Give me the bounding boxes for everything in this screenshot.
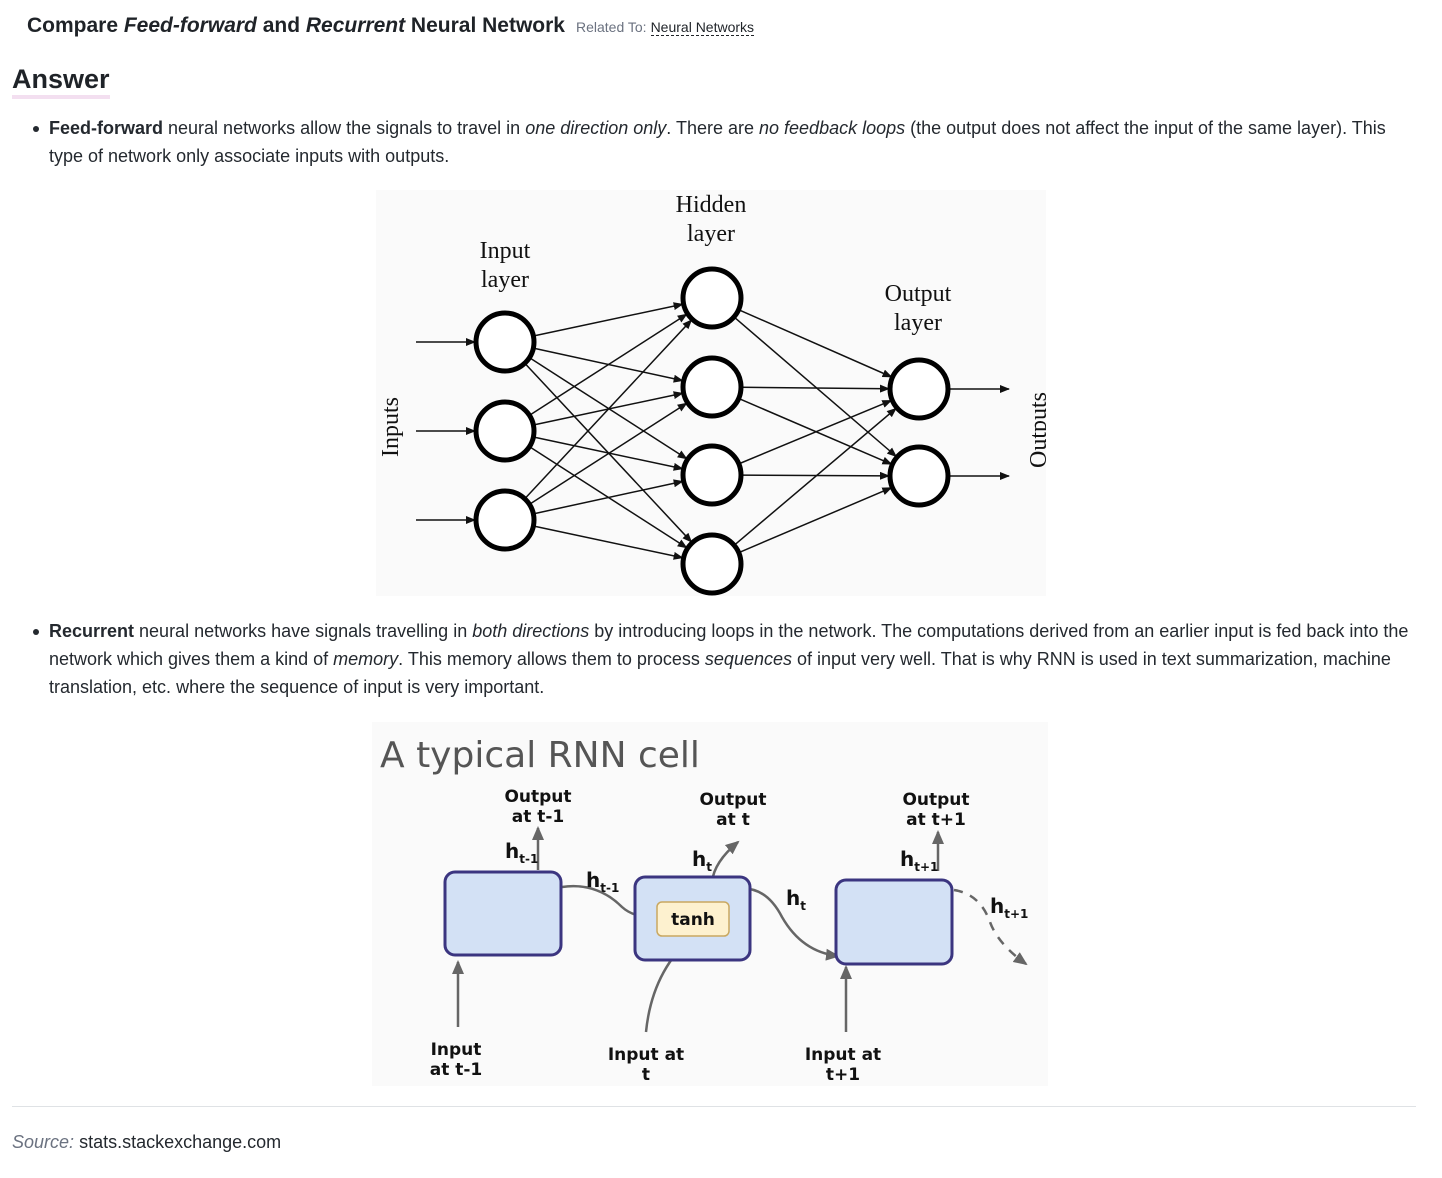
edge-hidden-0-output-0 xyxy=(738,308,893,378)
answer-heading: Answer xyxy=(12,64,110,99)
rnn-cell-diagram: A typical RNN cell tanh Output at t-1 Ou… xyxy=(372,722,1048,1086)
input-cur-line1: Input at xyxy=(608,1045,684,1065)
tanh-label: tanh xyxy=(671,910,715,930)
hidden-label-between-prev-cur: ht-1 xyxy=(586,868,619,895)
edge-hidden-3-output-0 xyxy=(733,407,897,546)
related-topic-link[interactable]: Neural Networks xyxy=(650,19,755,36)
hidden-neuron-1 xyxy=(680,355,744,419)
output-prev-line1: Output xyxy=(504,787,571,807)
divider xyxy=(12,1106,1416,1107)
edge-input-1-hidden-0 xyxy=(528,313,688,416)
edge-hidden-1-output-1 xyxy=(738,397,893,465)
hidden-layer-label-line1: Hidden xyxy=(676,192,747,218)
output-prev-line2: at t-1 xyxy=(512,807,565,827)
output-cur-line2: at t xyxy=(716,810,750,830)
edge-input-0-hidden-0 xyxy=(533,302,684,337)
hidden-layer-label-line2: layer xyxy=(687,221,735,247)
input-next-line2: t+1 xyxy=(826,1065,860,1085)
connection-arrows xyxy=(416,302,1010,560)
hidden-neuron-2 xyxy=(680,443,744,507)
rnn-cell-next xyxy=(834,878,954,966)
hidden-label-above-prev: ht-1 xyxy=(505,839,538,866)
arrow-hidden-next-dashed xyxy=(953,888,1028,966)
input-prev-line1: Input xyxy=(431,1040,482,1060)
hidden-label-after-next: ht+1 xyxy=(990,894,1028,921)
neuron-nodes xyxy=(473,266,951,596)
input-next-line1: Input at xyxy=(805,1045,881,1065)
edge-hidden-0-output-1 xyxy=(733,316,898,458)
edge-input-0-hidden-2 xyxy=(528,357,688,460)
hidden-label-above-next: ht+1 xyxy=(900,847,938,874)
input-neuron-1 xyxy=(473,399,537,463)
input-neuron-0 xyxy=(473,310,537,374)
related-label: Related To: xyxy=(575,19,647,35)
output-next-line2: at t+1 xyxy=(906,810,966,830)
output-neuron-0 xyxy=(887,357,951,421)
question-title: Compare Feed-forward and Recurrent Neura… xyxy=(27,14,565,37)
edge-input-2-hidden-2 xyxy=(533,479,684,515)
outputs-axis-label: Outputs xyxy=(1026,392,1046,468)
hidden-label-above-cur: ht xyxy=(692,847,712,874)
output-layer-label-line2: layer xyxy=(894,310,942,336)
output-next-line1: Output xyxy=(902,790,969,810)
edge-input-2-hidden-3 xyxy=(533,525,684,560)
hidden-neuron-0 xyxy=(680,266,744,330)
edge-input-1-hidden-2 xyxy=(533,436,684,471)
edge-hidden-2-output-1 xyxy=(740,471,891,480)
feedforward-network-diagram: Input layer Hidden layer Output layer In… xyxy=(376,190,1046,596)
rnn-cell-prev xyxy=(443,870,563,957)
source-site: stats.stackexchange.com xyxy=(79,1132,282,1152)
rnn-diagram-title: A typical RNN cell xyxy=(380,735,700,776)
feedforward-bullet: Feed-forward neural networks allow the s… xyxy=(33,114,1419,170)
input-layer-label-line1: Input xyxy=(480,238,531,264)
edge-hidden-3-output-1 xyxy=(738,487,893,554)
hidden-label-between-cur-next: ht xyxy=(786,886,806,913)
edge-input-2-hidden-0 xyxy=(524,319,693,500)
recurrent-bullet: Recurrent neural networks have signals t… xyxy=(33,617,1419,701)
edge-input-2-hidden-1 xyxy=(528,402,688,505)
output-layer-label-line1: Output xyxy=(885,281,952,307)
tanh-box xyxy=(656,901,730,937)
output-neuron-1 xyxy=(887,444,951,508)
inputs-axis-label: Inputs xyxy=(378,397,404,457)
input-layer-label-line2: layer xyxy=(481,267,529,293)
input-cur-line2: t xyxy=(642,1065,650,1085)
input-prev-line2: at t-1 xyxy=(430,1060,483,1080)
edge-hidden-1-output-0 xyxy=(740,384,891,393)
question-header: Compare Feed-forward and Recurrent Neura… xyxy=(27,14,755,38)
input-neuron-2 xyxy=(473,488,537,552)
output-cur-line1: Output xyxy=(699,790,766,810)
source-attribution: Source: stats.stackexchange.com xyxy=(12,1132,281,1153)
hidden-neuron-3 xyxy=(680,532,744,596)
source-label: Source: xyxy=(12,1132,75,1152)
edge-hidden-2-output-0 xyxy=(738,399,893,465)
